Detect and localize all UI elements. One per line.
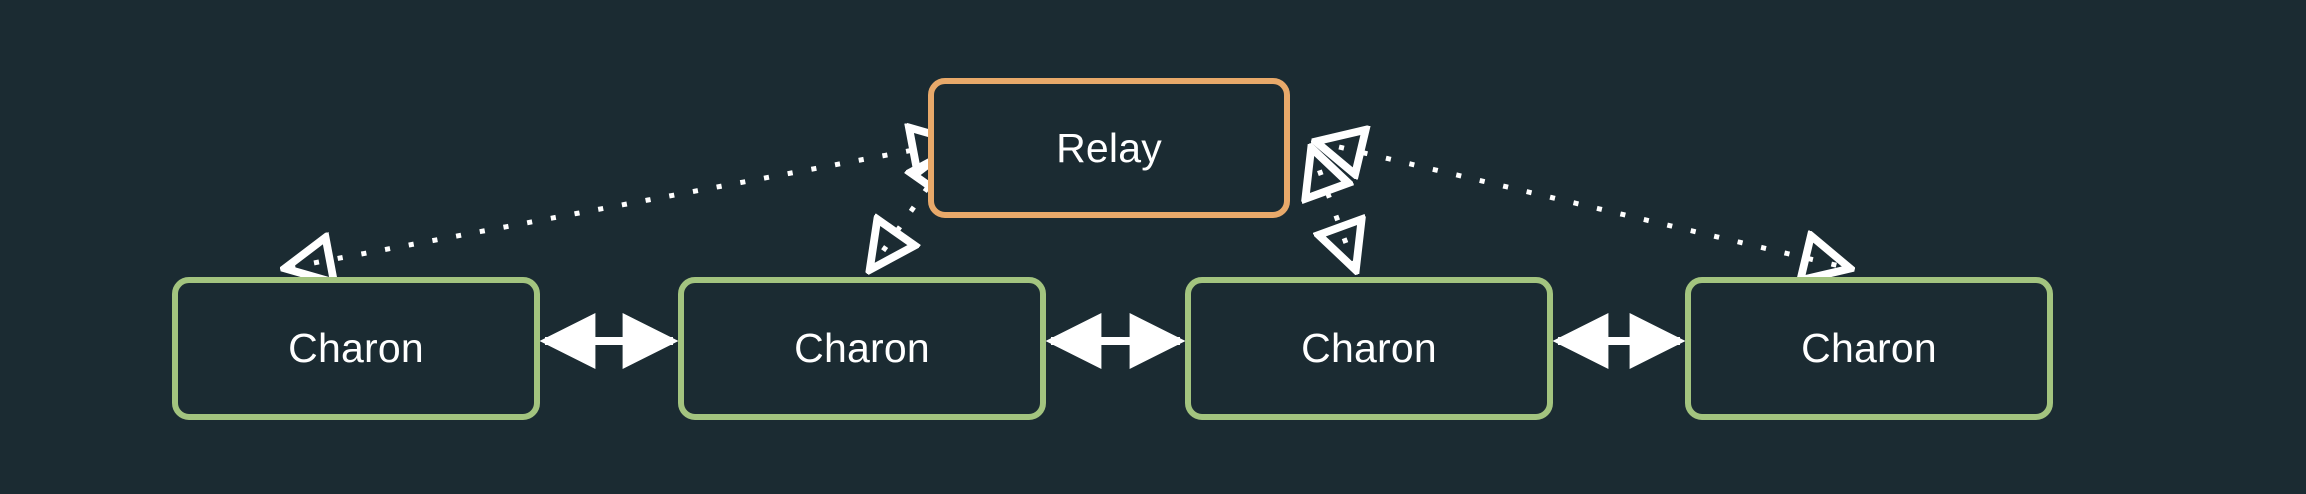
node-relay[interactable]: Relay — [928, 78, 1290, 218]
edge-relay-charon-4 — [1318, 142, 1848, 268]
node-relay-label: Relay — [1056, 124, 1162, 171]
edge-relay-charon-1 — [287, 142, 956, 268]
node-charon-3-label: Charon — [1301, 325, 1437, 371]
node-charon-1-label: Charon — [288, 325, 424, 371]
node-charon-2[interactable]: Charon — [678, 277, 1046, 420]
node-charon-3[interactable]: Charon — [1185, 277, 1553, 420]
node-charon-4-label: Charon — [1801, 325, 1937, 371]
edge-relay-charon-3 — [1312, 150, 1355, 268]
node-charon-1[interactable]: Charon — [172, 277, 540, 420]
node-charon-2-label: Charon — [794, 325, 930, 371]
node-charon-4[interactable]: Charon — [1685, 277, 2053, 420]
